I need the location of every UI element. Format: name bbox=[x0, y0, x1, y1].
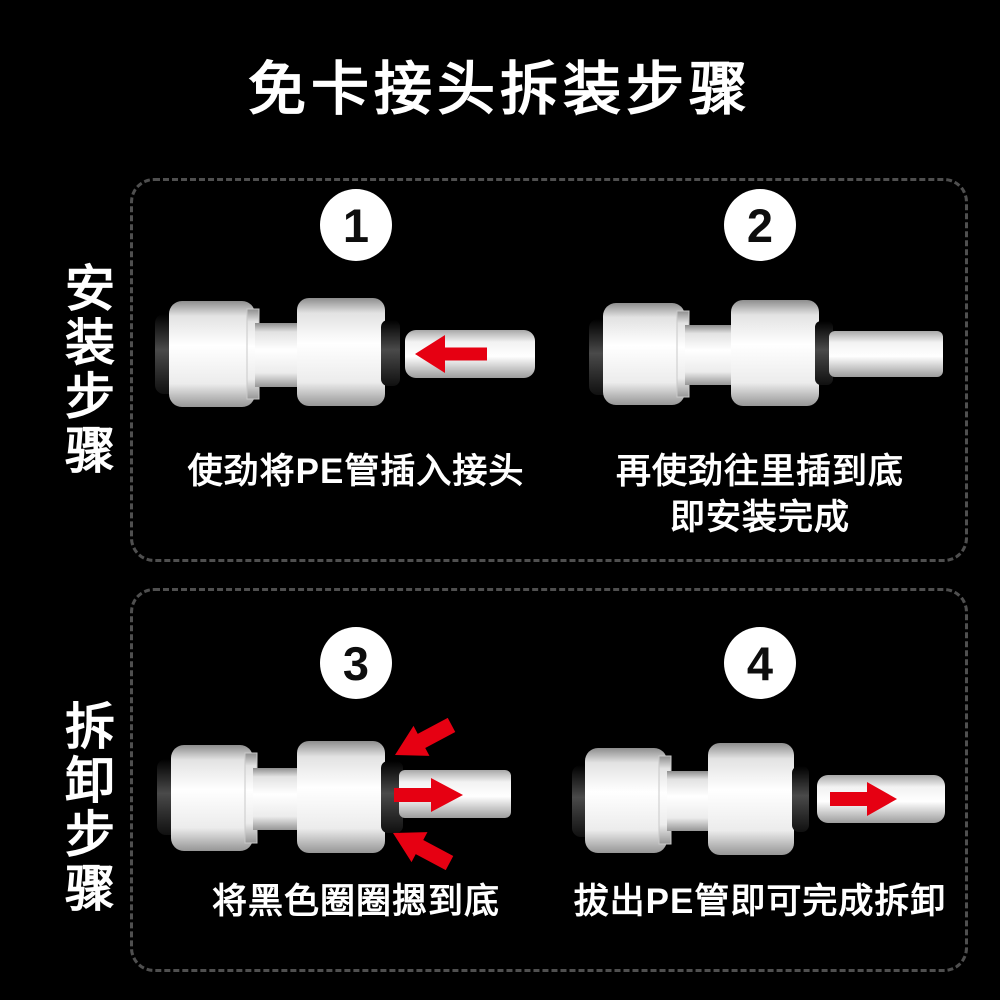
caption-line: 再使劲往里插到底 bbox=[615, 452, 904, 491]
section-label-remove: 拆卸步骤 bbox=[58, 700, 114, 916]
step-2: 2 再使劲往里插到底 即安装完成 bbox=[545, 189, 975, 541]
red-arrow-press-top-icon bbox=[395, 717, 456, 756]
step-3-number-badge: 3 bbox=[320, 627, 392, 699]
section-label-install: 安装步骤 bbox=[58, 262, 114, 478]
page-title: 免卡接头拆装步骤 bbox=[247, 57, 752, 122]
step-1-number-badge: 1 bbox=[320, 189, 392, 261]
step-1-figure bbox=[155, 298, 535, 407]
connector-fitting bbox=[589, 300, 833, 406]
step-2-caption: 再使劲往里插到底 即安装完成 bbox=[616, 449, 904, 541]
step-3-caption: 将黑色圈圈摁到底 bbox=[212, 879, 500, 925]
pe-pipe bbox=[829, 331, 943, 377]
caption-line: 即安装完成 bbox=[669, 498, 850, 537]
red-arrow-left-icon bbox=[415, 335, 487, 373]
connector-fitting bbox=[157, 741, 403, 853]
step-4-figure bbox=[572, 743, 945, 855]
connector-fitting bbox=[572, 743, 809, 855]
step-1: 1 使劲将PE管插入接头 bbox=[141, 189, 571, 495]
red-arrow-press-bottom-icon bbox=[393, 832, 454, 871]
step-2-figure bbox=[589, 300, 943, 406]
red-arrow-right-icon bbox=[830, 782, 897, 816]
step-1-caption: 使劲将PE管插入接头 bbox=[188, 449, 525, 495]
caption-line: 将黑色圈圈摁到底 bbox=[211, 882, 500, 921]
red-arrow-right-icon bbox=[394, 778, 463, 812]
caption-line: 拔出PE管即可完成拆卸 bbox=[573, 882, 947, 921]
connector-fitting bbox=[155, 298, 400, 407]
step-4-number-badge: 4 bbox=[724, 627, 796, 699]
step-3-figure bbox=[157, 717, 511, 871]
step-4: 4 拔出PE管即可完成拆卸 bbox=[545, 627, 975, 925]
step-4-caption: 拔出PE管即可完成拆卸 bbox=[574, 879, 947, 925]
remove-steps-panel: 3 bbox=[130, 588, 968, 972]
step-3: 3 bbox=[141, 627, 571, 925]
install-steps-panel: 1 使劲将PE管插入接头 bbox=[130, 178, 968, 562]
caption-line: 使劲将PE管插入接头 bbox=[187, 452, 525, 491]
step-2-number-badge: 2 bbox=[724, 189, 796, 261]
